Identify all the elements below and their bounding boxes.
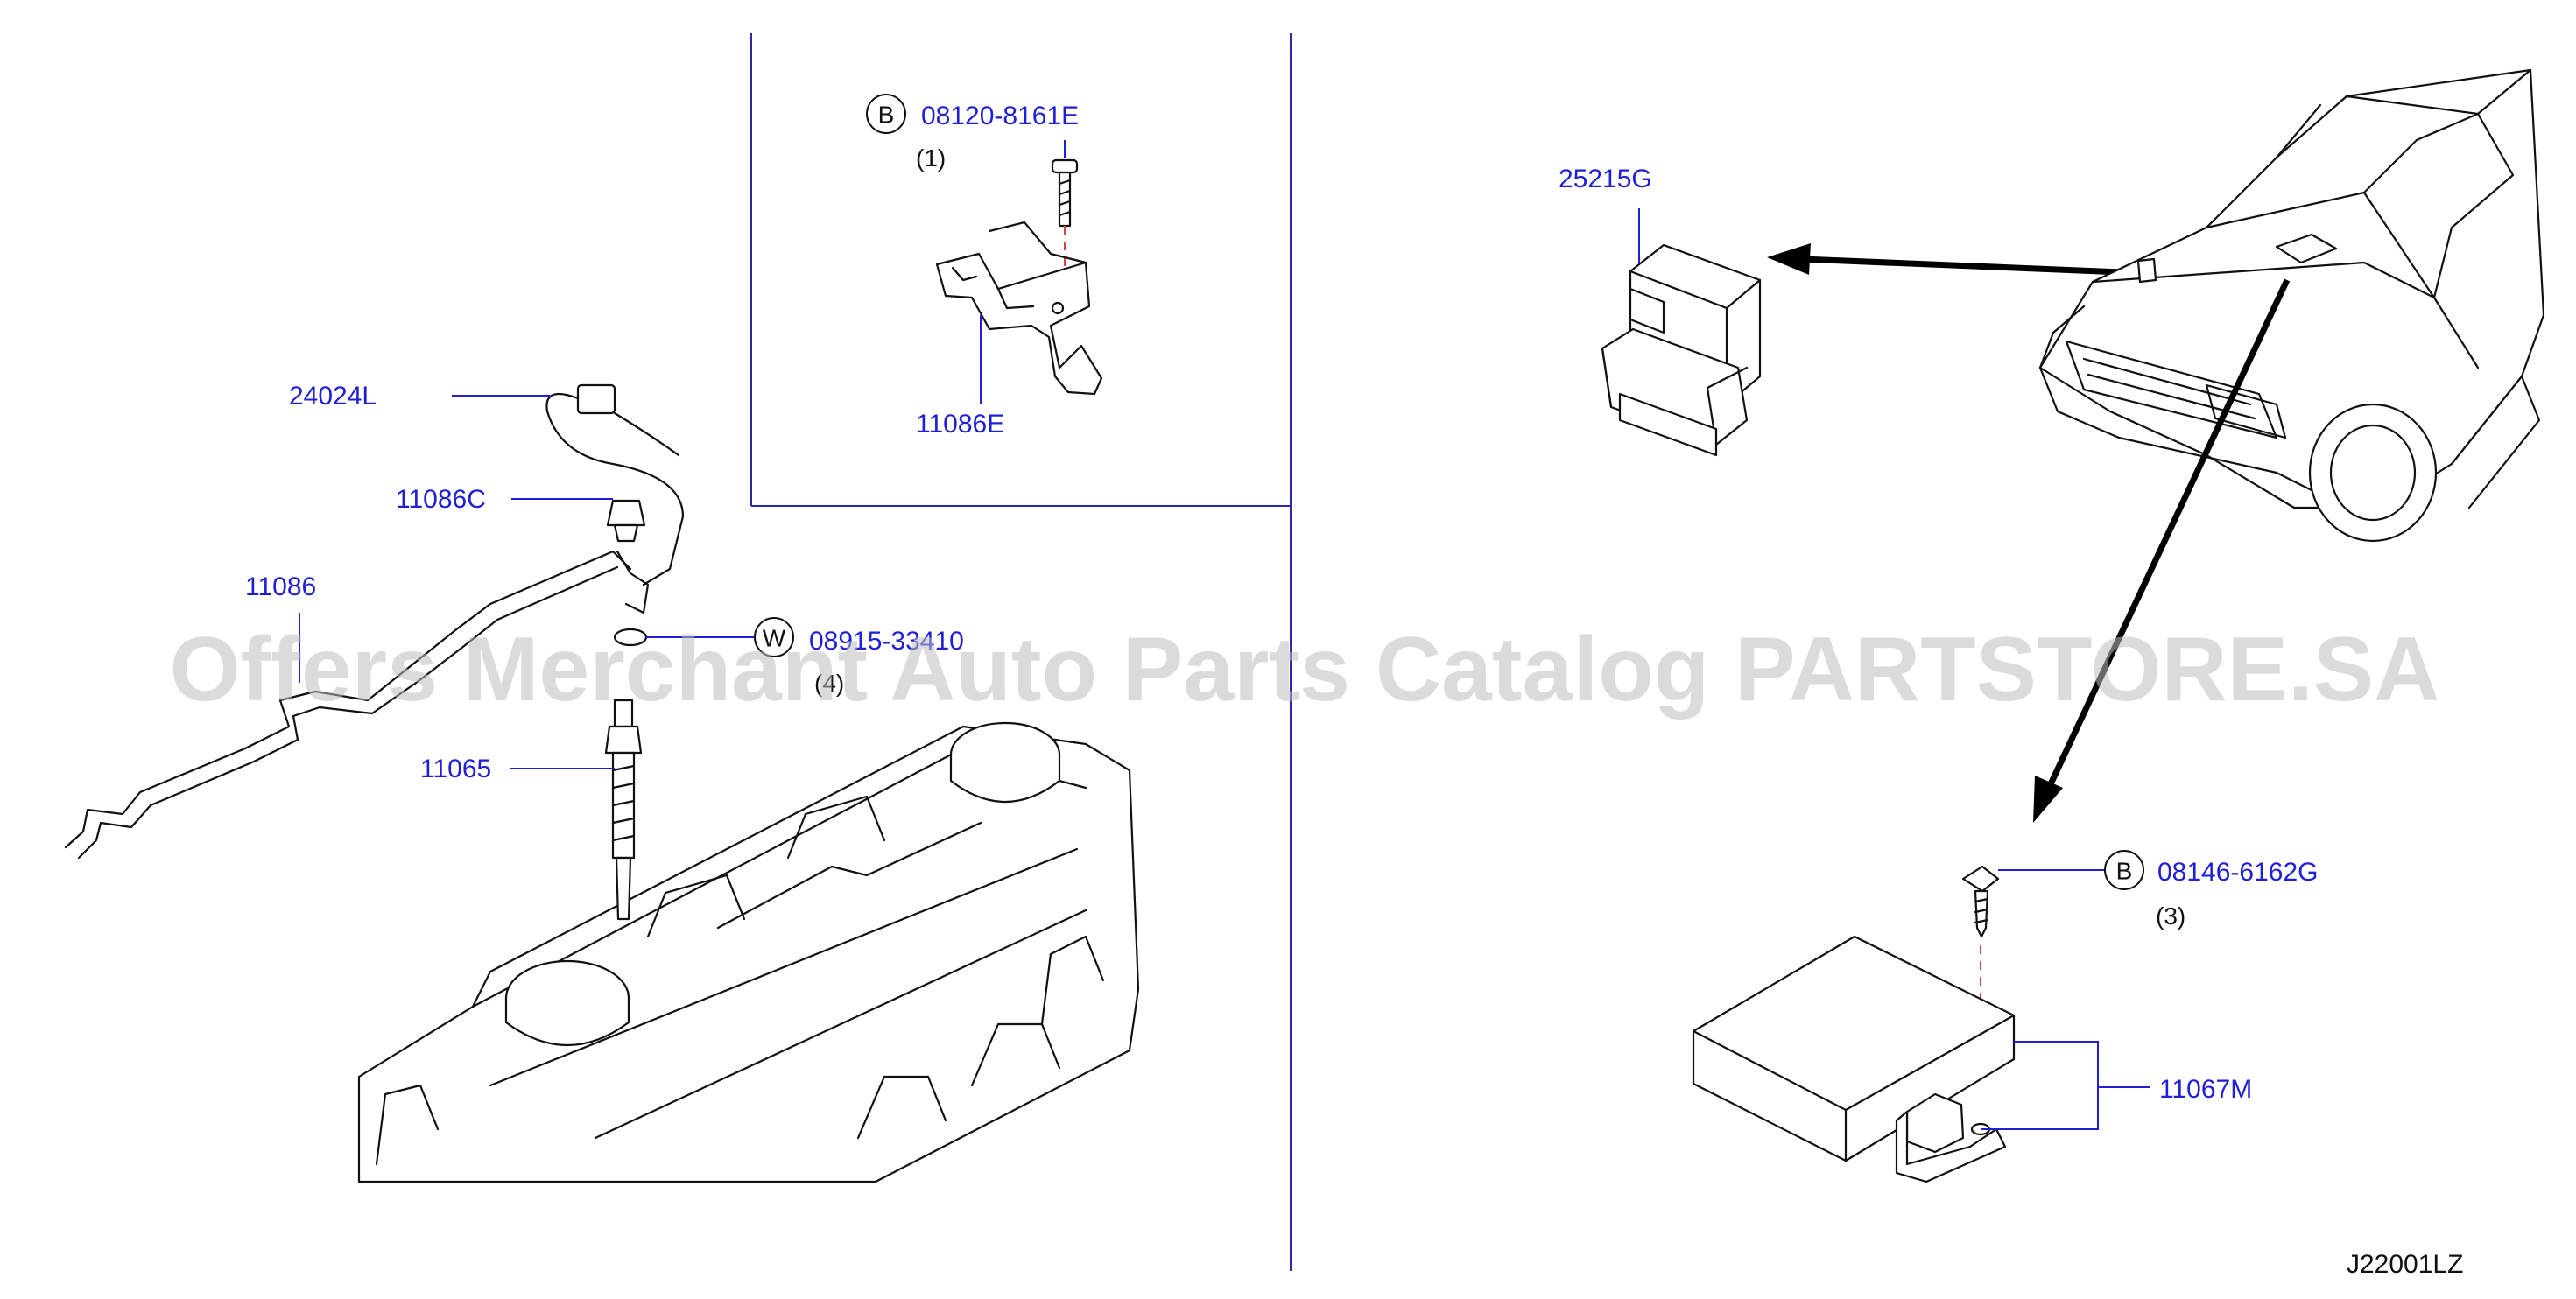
leaders-11067M xyxy=(1981,869,2150,1130)
engine-head-illustration xyxy=(357,721,1140,1183)
harness-clip xyxy=(606,499,646,543)
part-label-washer-08915-33410[interactable]: 08915-33410 xyxy=(809,627,964,656)
diagram-code: J22001LZ xyxy=(2347,1250,2463,1279)
glow-plug xyxy=(604,699,643,921)
qty-label-washer: (4) xyxy=(814,670,844,697)
badge-b-bolt: B xyxy=(866,94,906,134)
leaders-left xyxy=(299,395,755,769)
svg-text:W: W xyxy=(763,625,786,652)
arrow-to-module xyxy=(2033,278,2291,823)
watermark: Offers Merchant Auto Parts Catalog PARTS… xyxy=(170,619,2440,720)
badge-b-screw: B xyxy=(2104,850,2144,890)
part-label-25215G[interactable]: 25215G xyxy=(1559,165,1652,193)
part-label-24024L[interactable]: 24024L xyxy=(289,382,377,411)
part-label-11086[interactable]: 11086 xyxy=(245,572,316,601)
bracket-illustration xyxy=(935,158,1103,396)
truck-illustration xyxy=(2038,68,2545,543)
qty-label-bolt: (1) xyxy=(916,144,946,172)
part-label-11086C[interactable]: 11086C xyxy=(396,485,486,514)
part-label-11086E[interactable]: 11086E xyxy=(916,410,1004,439)
part-label-11067M[interactable]: 11067M xyxy=(2159,1075,2252,1104)
arrow-to-relay xyxy=(1767,243,2144,277)
control-module-illustration xyxy=(1692,865,2016,1183)
svg-text:B: B xyxy=(2116,858,2133,885)
glow-sensor xyxy=(545,383,685,586)
glow-plug-harness xyxy=(64,383,685,921)
part-label-bolt-08120-8161E[interactable]: 08120-8161E xyxy=(921,102,1079,130)
badge-w-washer: W xyxy=(754,617,794,657)
section-frame xyxy=(750,33,1292,1271)
qty-label-screw: (3) xyxy=(2156,902,2185,930)
part-label-screw-08146-6162G[interactable]: 08146-6162G xyxy=(2157,858,2319,887)
part-label-11065[interactable]: 11065 xyxy=(420,755,491,783)
relay-illustration xyxy=(1601,243,1762,457)
svg-text:B: B xyxy=(878,102,895,129)
